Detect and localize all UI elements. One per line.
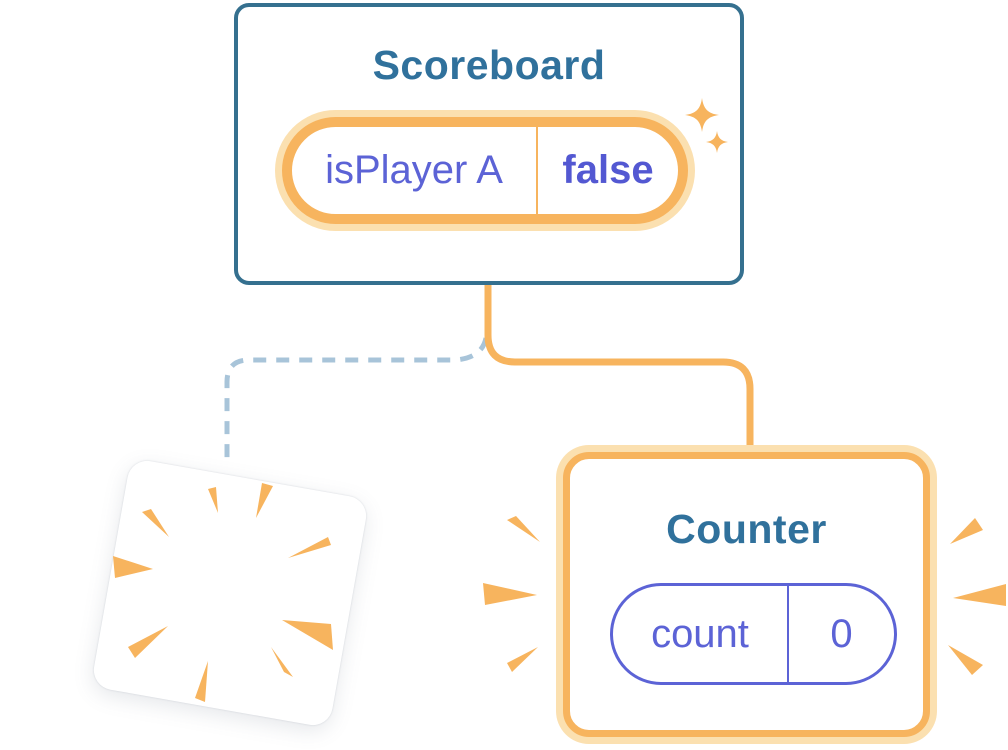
scoreboard-state-value: false xyxy=(562,148,654,192)
solid-connector-line xyxy=(484,278,754,470)
scoreboard-title: Scoreboard xyxy=(372,42,606,88)
scoreboard-state-name: isPlayer A xyxy=(325,148,503,192)
counter-state-pill: count 0 xyxy=(610,583,897,685)
pill-divider xyxy=(787,586,789,682)
counter-state-value: 0 xyxy=(830,611,853,656)
scoreboard-card: Scoreboard isPlayer A false xyxy=(234,3,744,285)
dashed-connector-line xyxy=(224,337,489,460)
counter-state-name: count xyxy=(651,611,749,656)
destroyed-card xyxy=(90,457,370,729)
pill-divider xyxy=(536,127,538,214)
scoreboard-state-pill: isPlayer A false xyxy=(282,117,688,224)
counter-card: Counter count 0 xyxy=(563,452,930,737)
counter-title: Counter xyxy=(666,506,827,552)
